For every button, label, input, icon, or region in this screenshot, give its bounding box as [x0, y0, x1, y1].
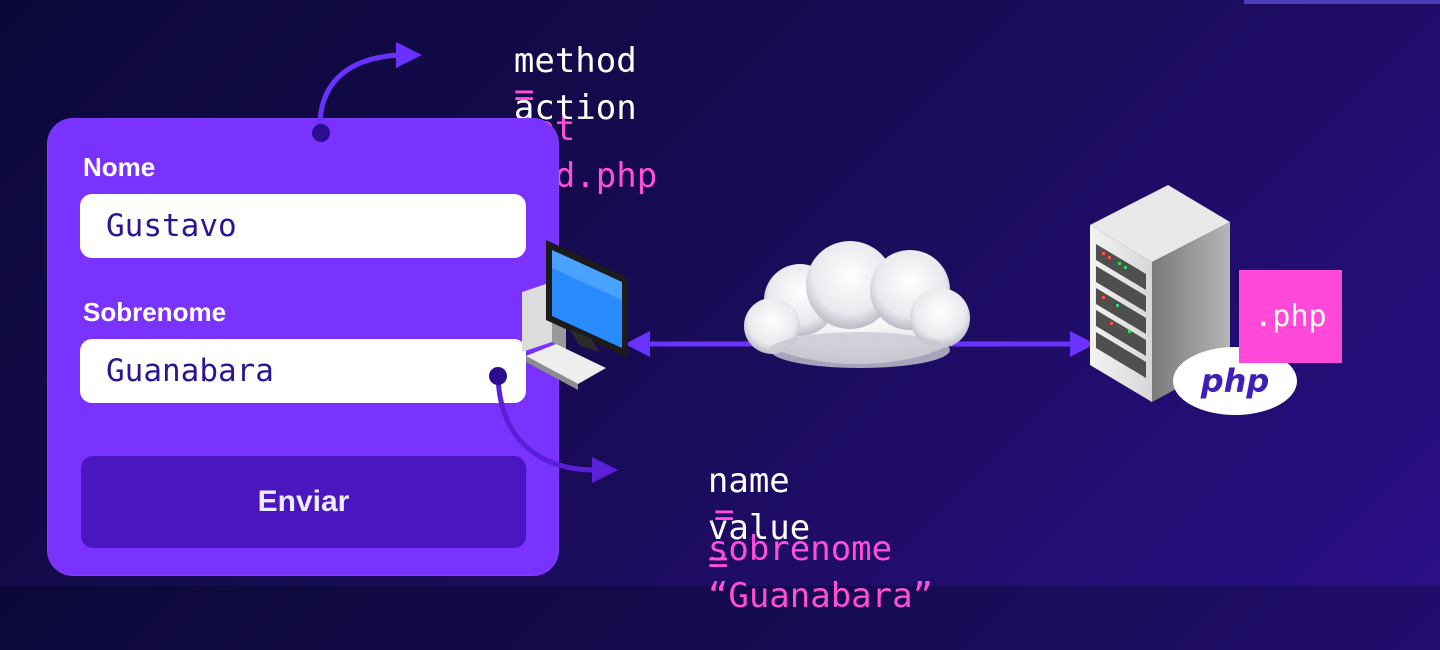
form-to-method-arrow	[312, 42, 422, 142]
name-label: Nome	[83, 152, 156, 182]
cloud-icon	[744, 241, 970, 368]
corner-accent	[1244, 0, 1440, 4]
value-key: value	[707, 508, 811, 548]
submit-button[interactable]: Enviar	[81, 456, 526, 548]
name-value: sobrenome	[707, 529, 893, 569]
value-line: value = “Guanabara”	[626, 477, 933, 647]
computer-icon	[522, 240, 628, 390]
php-logo-text: php	[1200, 362, 1270, 400]
form-card: Nome Gustavo Sobrenome Guanabara Enviar	[47, 118, 559, 576]
method-key: method	[513, 41, 637, 81]
name-key: name	[707, 461, 790, 501]
name-input[interactable]: Gustavo	[80, 194, 526, 258]
field-to-name-value-arrow	[489, 367, 618, 483]
name-equals: =	[713, 495, 735, 535]
php-file-icon: .php	[1239, 270, 1342, 363]
surname-label: Sobrenome	[83, 297, 227, 327]
value-value: “Guanabara”	[707, 576, 934, 616]
surname-input[interactable]: Guanabara	[80, 339, 526, 403]
php-logo-icon: php	[1173, 347, 1297, 415]
diagram-graphics: php	[312, 42, 1297, 483]
method-equals: =	[513, 75, 535, 115]
diagram-stage: method = get action = cad.php Nome Gusta…	[47, 0, 1440, 613]
name-line: name = sobrenome	[626, 430, 892, 600]
value-equals: =	[707, 542, 729, 582]
